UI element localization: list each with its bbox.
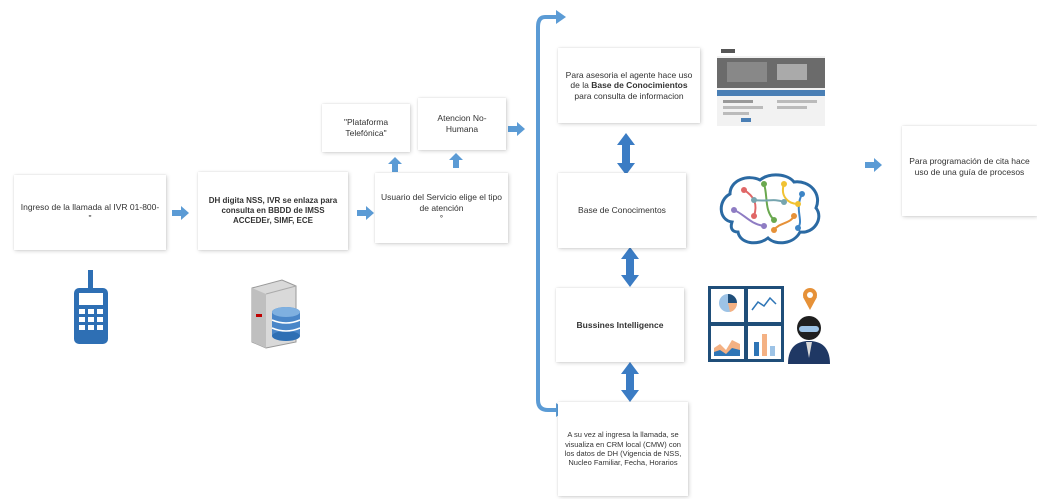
server-icon [251, 279, 301, 349]
bussines-text: Bussines Intelligence [576, 319, 664, 330]
box-asesoria-agente: Para asesoria el agente hace uso de la B… [558, 48, 700, 123]
box-programacion-cita: Para programación de cita hace uso de un… [902, 126, 1037, 216]
box-plataforma-telefonica: "Plataforma Telefónica" [322, 104, 410, 152]
usuario-text: Usuario del Servicio elige el tipo de at… [381, 192, 502, 213]
ingreso-text: Ingreso de la llamada al IVR 01-800-" [20, 201, 160, 223]
box-ingreso-llamada: Ingreso de la llamada al IVR 01-800-" [14, 175, 166, 250]
usuario-tail: ° [439, 213, 444, 224]
arrow-up-plataforma [388, 157, 402, 172]
arrow-nss-to-usuario [357, 206, 374, 220]
double-arrow-3 [621, 362, 639, 402]
box-dh-digita-nss: DH digita NSS, IVR se enlaza para consul… [198, 172, 348, 250]
double-arrow-2 [621, 247, 639, 287]
plataforma-text: "Plataforma Telefónica" [343, 117, 389, 138]
brain-icon [719, 173, 821, 245]
base-conocimientos-text: Base de Conocimentos [578, 205, 666, 216]
arrow-ivr-to-nss [172, 206, 189, 220]
box-atencion-no-humana: Atencion No-Humana [418, 98, 506, 150]
double-arrow-1 [617, 133, 635, 175]
box-bussines-intelligence: Bussines Intelligence [556, 288, 684, 362]
crm-text: A su vez al ingresa la llamada, se visua… [564, 430, 682, 468]
box-usuario-elige: Usuario del Servicio elige el tipo de at… [375, 173, 508, 243]
phone-icon [74, 270, 108, 344]
arrow-up-atencion [449, 153, 463, 168]
arrow-to-programacion [865, 158, 882, 172]
agent-icon [788, 288, 830, 364]
bi-dashboard-icon [708, 286, 784, 362]
programacion-text: Para programación de cita hace uso de un… [909, 156, 1030, 177]
box-crm-local: A su vez al ingresa la llamada, se visua… [558, 402, 688, 496]
box-base-conocimientos: Base de Conocimentos [558, 173, 686, 248]
website-thumbnail [717, 46, 825, 126]
asesoria-text: Para asesoria el agente hace uso de la B… [565, 69, 693, 101]
arrow-to-bracket [508, 122, 525, 136]
nss-text: DH digita NSS, IVR se enlaza para consul… [208, 196, 338, 225]
flow-bracket [536, 15, 560, 412]
atencion-text: Atencion No-Humana [437, 113, 487, 134]
